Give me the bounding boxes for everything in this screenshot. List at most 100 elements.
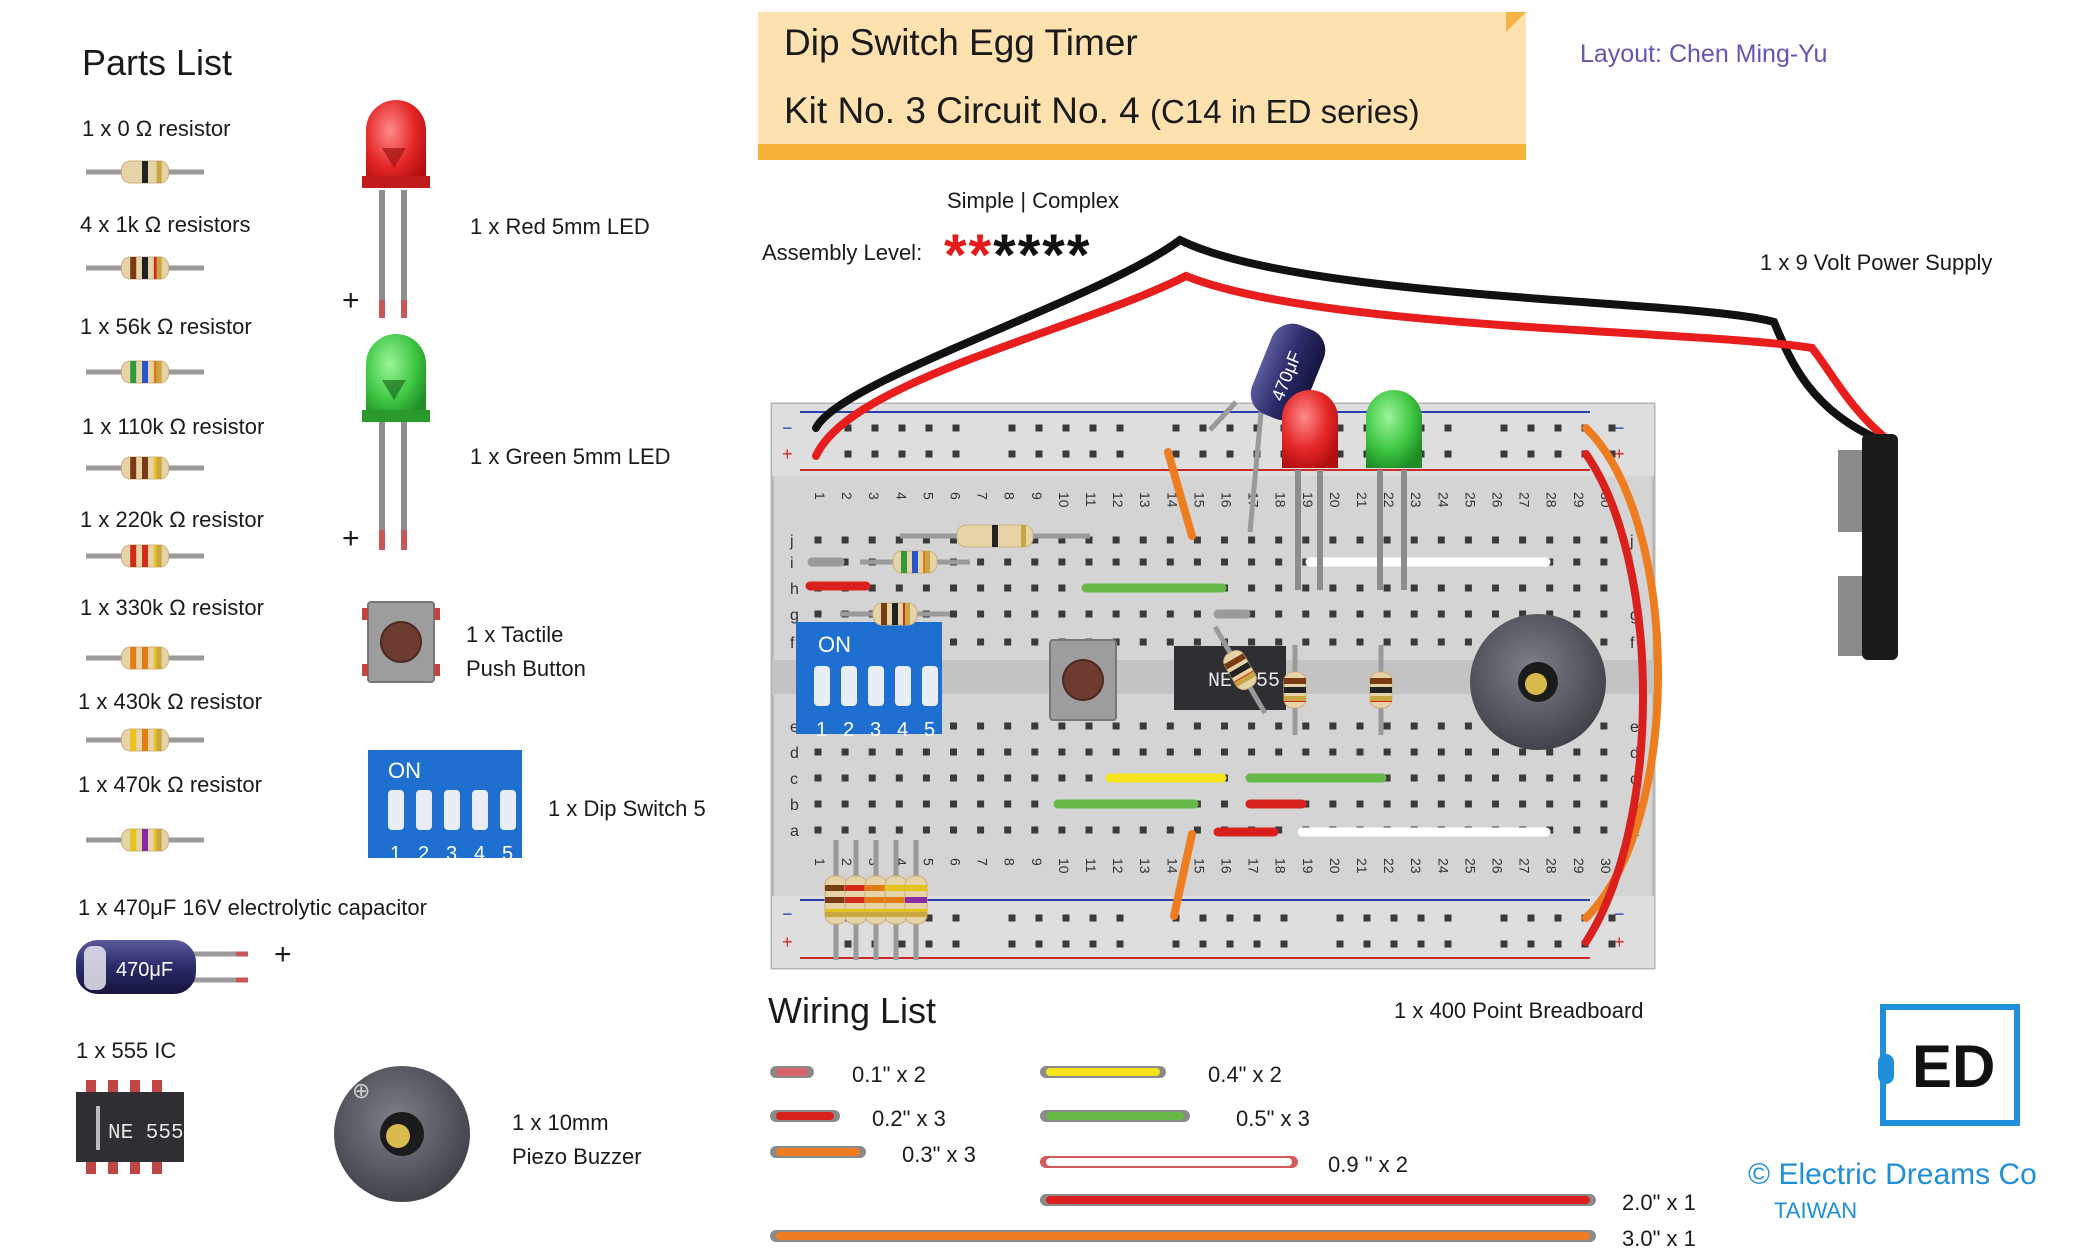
row-letter-j-0: j — [789, 533, 794, 550]
board-resistor-bottom-1 — [844, 840, 868, 960]
row-letter-f-0: f — [790, 635, 795, 652]
column-number-top-13: 13 — [1137, 492, 1153, 508]
wire-label-0: 0.1" x 2 — [852, 1062, 926, 1087]
wire-label-5: 0.9 " x 2 — [1328, 1152, 1408, 1177]
wiring-list-heading: Wiring List — [768, 990, 937, 1031]
parts-resistor-5 — [86, 646, 204, 670]
column-number-top-5: 5 — [920, 492, 936, 500]
column-number-bot-11: 11 — [1083, 858, 1099, 873]
dip-number-2: 2 — [418, 843, 429, 865]
row-letter-f-1: f — [1630, 635, 1635, 652]
column-number-top-22: 22 — [1381, 492, 1397, 508]
resistor-label-7: 1 x 470k Ω resistor — [78, 772, 262, 797]
column-number-top-12: 12 — [1110, 492, 1126, 508]
capacitor-value: 470μF — [116, 959, 173, 981]
board-resistor-bottom-4 — [904, 840, 928, 960]
ed-logo-dot — [1878, 1054, 1894, 1084]
dip-knob-3 — [444, 790, 460, 830]
row-letter-j-1: j — [1629, 533, 1634, 550]
dip-on-text: ON — [388, 758, 421, 783]
column-number-top-26: 26 — [1490, 492, 1506, 508]
row-letter-d-0: d — [790, 745, 799, 762]
board-red-led — [1282, 390, 1338, 590]
column-number-bot-14: 14 — [1164, 858, 1180, 874]
board-buzzer — [1470, 614, 1606, 750]
column-number-top-20: 20 — [1327, 492, 1343, 508]
dip-number-5: 5 — [924, 719, 935, 741]
svg-text:⊕: ⊕ — [352, 1078, 370, 1103]
parts-resistor-1 — [86, 256, 204, 280]
svg-text:−: − — [1614, 904, 1625, 924]
dip-knob-4 — [895, 666, 911, 706]
resistor-label-2: 1 x 56k Ω resistor — [80, 314, 252, 339]
capacitor-plus: + — [274, 938, 292, 971]
column-number-top-8: 8 — [1002, 492, 1018, 500]
green-led-icon — [362, 334, 430, 550]
wire-label-2: 0.3" x 3 — [902, 1142, 976, 1167]
board-resistor-1k-a — [840, 602, 950, 626]
dip-number-4: 4 — [474, 843, 485, 865]
wire-label-4: 0.5" x 3 — [1236, 1106, 1310, 1131]
parts-resistor-3 — [86, 456, 204, 480]
dip-number-4: 4 — [897, 719, 908, 741]
board-555-ic: NE 555 — [1174, 646, 1286, 710]
dip-number-3: 3 — [870, 719, 881, 741]
column-number-top-2: 2 — [839, 492, 855, 500]
row-letter-h-0: h — [790, 581, 799, 598]
dip-number-2: 2 — [843, 719, 854, 741]
ic-marking: NE 555 — [108, 1122, 184, 1145]
dip-knob-1 — [388, 790, 404, 830]
column-number-top-23: 23 — [1408, 492, 1424, 508]
board-resistor-1k-b — [1212, 625, 1268, 715]
brand-country: TAIWAN — [1774, 1198, 1858, 1223]
board-push-button — [1049, 639, 1117, 721]
board-resistor-bottom-0 — [824, 840, 848, 960]
column-number-top-10: 10 — [1056, 492, 1072, 508]
piezo-buzzer-icon: ⊕ — [334, 1066, 470, 1202]
dip-knob-5 — [500, 790, 516, 830]
green-led-label: 1 x Green 5mm LED — [470, 444, 671, 469]
parts-resistor-7 — [86, 828, 204, 852]
dip-knob-2 — [841, 666, 857, 706]
assembly-label: Assembly Level: — [762, 240, 923, 265]
column-number-top-1: 1 — [812, 492, 828, 500]
capacitor-icon: 470μF — [76, 940, 248, 994]
dip-number-3: 3 — [446, 843, 457, 865]
parts-list-heading: Parts List — [82, 42, 233, 83]
buzzer-label-2: Piezo Buzzer — [512, 1144, 642, 1169]
column-number-bot-20: 20 — [1327, 858, 1343, 874]
kit-circuit-number: Kit No. 3 Circuit No. 4 (C14 in ED serie… — [784, 90, 1420, 132]
column-number-top-18: 18 — [1273, 492, 1289, 508]
column-number-top-29: 29 — [1571, 492, 1587, 508]
dip-number-5: 5 — [502, 843, 513, 865]
column-number-bot-2: 2 — [839, 858, 855, 866]
board-resistors — [824, 524, 1393, 960]
tactile-button-icon — [362, 601, 440, 683]
resistor-label-0: 1 x 0 Ω resistor — [82, 116, 231, 141]
row-letter-e-1: e — [1630, 719, 1639, 736]
column-number-top-30: 30 — [1598, 492, 1614, 508]
tactile-label-1: 1 x Tactile — [466, 622, 564, 647]
board-resistor-0 — [900, 524, 1090, 548]
buzzer-label-1: 1 x 10mm — [512, 1110, 609, 1135]
svg-text:−: − — [782, 904, 793, 924]
assembly-stars-empty: **** — [993, 223, 1092, 288]
column-number-bot-8: 8 — [1002, 858, 1018, 866]
column-number-top-19: 19 — [1300, 492, 1316, 508]
dip-knob-4 — [472, 790, 488, 830]
column-number-bot-12: 12 — [1110, 858, 1126, 874]
row-letter-a-0: a — [790, 823, 799, 840]
column-number-bot-18: 18 — [1273, 858, 1289, 874]
column-number-top-15: 15 — [1191, 492, 1207, 508]
column-number-top-4: 4 — [893, 492, 909, 500]
svg-text:+: + — [782, 444, 793, 464]
power-supply-label: 1 x 9 Volt Power Supply — [1760, 250, 1993, 275]
column-number-top-7: 7 — [975, 492, 991, 500]
red-led-icon — [362, 100, 430, 318]
row-letter-d-1: d — [1630, 745, 1639, 762]
column-number-bot-16: 16 — [1219, 858, 1235, 874]
column-number-bot-9: 9 — [1029, 858, 1045, 866]
column-number-top-25: 25 — [1462, 492, 1478, 508]
board-resistor-1k-d — [1369, 645, 1393, 735]
